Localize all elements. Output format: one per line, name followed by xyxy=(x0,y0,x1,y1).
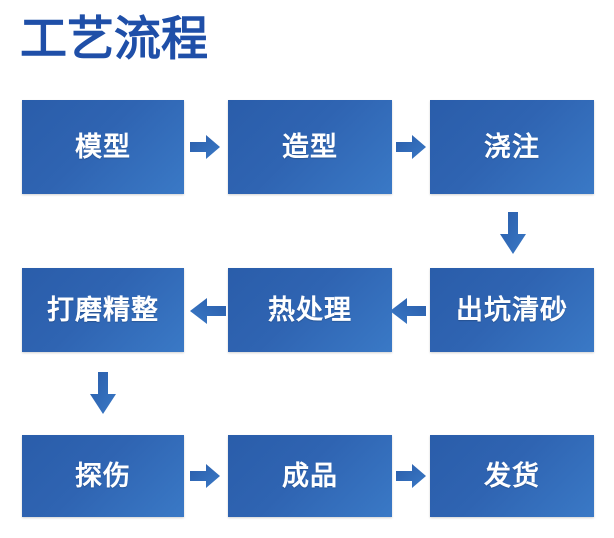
process-node-moxing[interactable]: 模型 xyxy=(22,100,184,194)
node-label: 热处理 xyxy=(268,294,352,325)
node-label: 成品 xyxy=(282,460,338,491)
page-title: 工艺流程 xyxy=(20,12,208,65)
process-node-jiaozhu[interactable]: 浇注 xyxy=(430,100,594,194)
arrow-right-icon xyxy=(396,133,426,161)
node-label: 模型 xyxy=(75,131,131,162)
node-label: 出坑清砂 xyxy=(456,294,568,325)
arrow-down-icon xyxy=(498,212,528,254)
process-node-chengpin[interactable]: 成品 xyxy=(228,435,392,517)
node-label: 浇注 xyxy=(484,131,540,162)
node-label: 造型 xyxy=(282,131,338,162)
arrow-right-icon xyxy=(396,462,426,490)
arrow-right-icon xyxy=(190,133,220,161)
arrow-left-icon xyxy=(390,296,426,326)
arrow-right-icon xyxy=(190,462,220,490)
node-label: 发货 xyxy=(484,460,540,491)
process-node-rechuli[interactable]: 热处理 xyxy=(228,268,392,352)
process-node-chukengqingsha[interactable]: 出坑清砂 xyxy=(430,268,594,352)
process-node-tanshang[interactable]: 探伤 xyxy=(22,435,184,517)
arrow-left-icon xyxy=(190,296,226,326)
process-node-fahuo[interactable]: 发货 xyxy=(430,435,594,517)
process-node-damojingzheng[interactable]: 打磨精整 xyxy=(22,268,184,352)
arrow-down-icon xyxy=(88,372,118,414)
node-label: 探伤 xyxy=(75,460,131,491)
process-node-zaoxing[interactable]: 造型 xyxy=(228,100,392,194)
node-label: 打磨精整 xyxy=(47,294,159,325)
